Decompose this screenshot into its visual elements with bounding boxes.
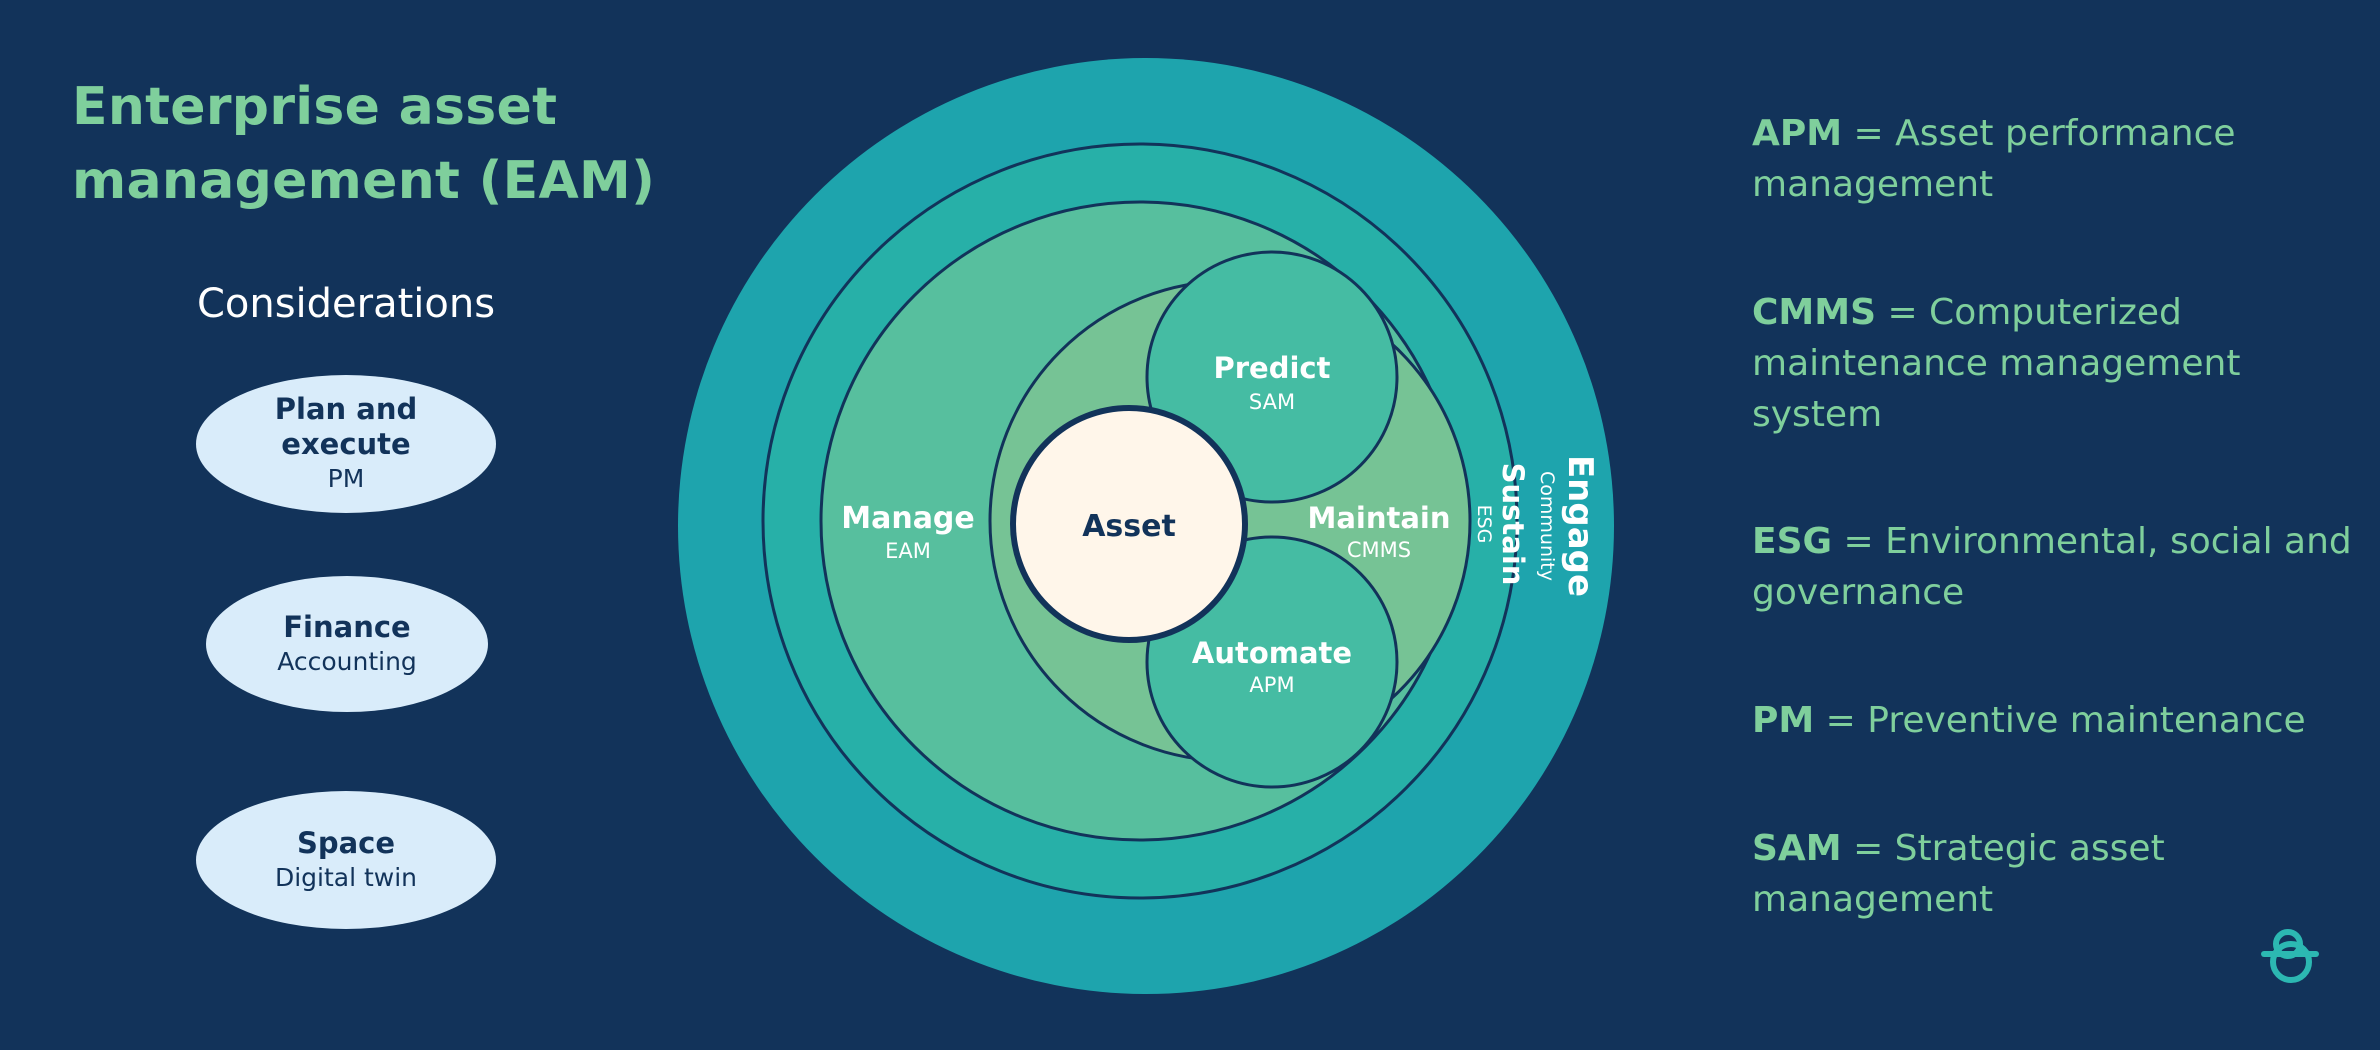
- consideration-main-label: Space: [296, 825, 396, 860]
- consideration-sub-label: Accounting: [277, 646, 417, 676]
- definition-apm: APM = Asset performance management: [1752, 108, 2352, 210]
- sustain-sublabel: ESG: [1473, 505, 1495, 544]
- consideration-main-label: Finance: [283, 609, 411, 644]
- definition-text: = Computerized maintenance management sy…: [1752, 292, 2241, 435]
- asset-label: Asset: [1082, 509, 1176, 544]
- maintain-sublabel: CMMS: [1347, 538, 1411, 562]
- manage-sublabel: EAM: [885, 539, 931, 563]
- definition-cmms: CMMS = Computerized maintenance manageme…: [1752, 287, 2352, 440]
- consideration-main-line-2: execute: [281, 427, 411, 461]
- automate-label: Automate: [1192, 636, 1352, 670]
- predict-sublabel: SAM: [1249, 390, 1295, 414]
- definition-text: = Asset performance management: [1752, 113, 2236, 205]
- sustain-label: Sustain: [1496, 463, 1530, 586]
- automate-sublabel: APM: [1249, 673, 1294, 697]
- definition-abbr: SAM: [1752, 828, 1842, 869]
- asset-circle: [1010, 405, 1248, 643]
- considerations-heading: Considerations: [196, 281, 496, 327]
- consideration-space: Space Digital twin: [196, 791, 496, 929]
- definition-abbr: APM: [1752, 113, 1843, 154]
- definition-abbr: ESG: [1752, 521, 1833, 562]
- sustain-label-group: Sustain ESG: [1473, 463, 1530, 586]
- consideration-main-label: Plan and execute: [275, 392, 417, 462]
- definition-text: = Environmental, social and governance: [1752, 521, 2352, 613]
- page-title: Enterprise asset management (EAM): [72, 70, 655, 218]
- maintain-label: Maintain: [1307, 501, 1450, 535]
- definition-abbr: CMMS: [1752, 292, 1876, 333]
- manage-label: Manage: [841, 501, 975, 536]
- consideration-sub-label: PM: [327, 464, 365, 493]
- logo-ring-outer: [2270, 941, 2312, 983]
- consideration-sub-label: Digital twin: [274, 862, 418, 892]
- definition-sam: SAM = Strategic asset management: [1752, 823, 2352, 925]
- definition-abbr: PM: [1752, 700, 1815, 741]
- definition-esg: ESG = Environmental, social and governan…: [1752, 516, 2352, 618]
- predict-label: Predict: [1214, 351, 1331, 385]
- definition-text: = Strategic asset management: [1752, 828, 2165, 920]
- consideration-plan-and-execute: Plan and execute PM: [196, 375, 496, 513]
- brand-logo-icon: [2261, 929, 2319, 983]
- consideration-finance: Finance Accounting: [206, 576, 488, 712]
- title-line-1: Enterprise asset: [72, 77, 558, 137]
- consideration-main-line-1: Plan and: [274, 392, 418, 426]
- engage-label: Engage: [1560, 455, 1600, 597]
- engage-label-group: Engage Community: [1536, 455, 1600, 597]
- definition-pm: PM = Preventive maintenance: [1752, 695, 2352, 746]
- engage-sublabel: Community: [1536, 471, 1558, 581]
- title-line-2: management (EAM): [72, 151, 656, 211]
- definition-text: = Preventive maintenance: [1814, 700, 2306, 741]
